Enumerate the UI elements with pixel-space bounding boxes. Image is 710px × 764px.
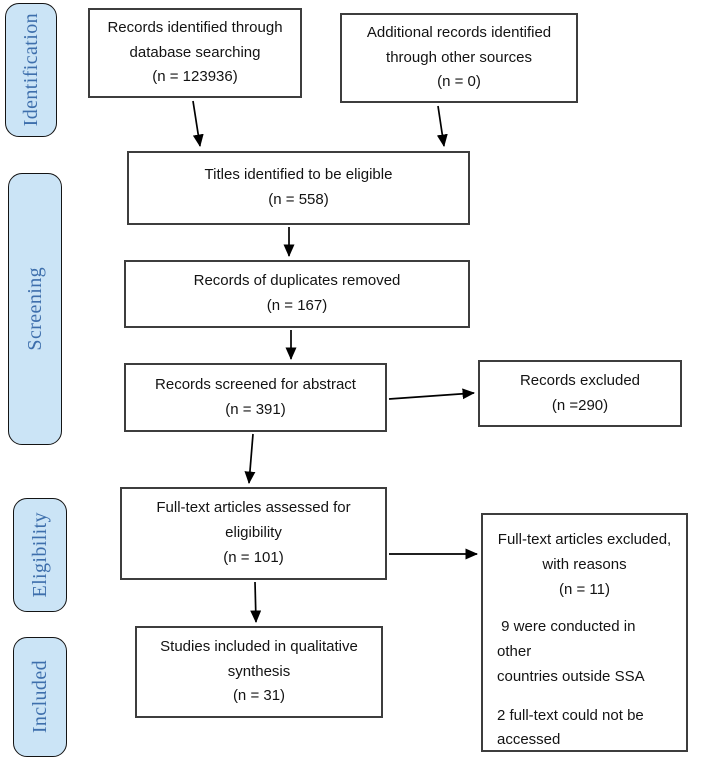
box-records-excluded: Records excluded (n =290) <box>478 360 682 427</box>
box-records-screened-text: Records screened for abstract (n = 391) <box>155 375 356 418</box>
arrow-additional-to-titles <box>436 105 448 147</box>
box-records-screened: Records screened for abstract (n = 391) <box>124 363 387 432</box>
stage-eligibility-label: Eligibility <box>28 512 51 598</box>
box-database-records-text: Records identified through database sear… <box>107 18 283 86</box>
stage-included-label: Included <box>28 660 51 734</box>
arrow-db-to-titles <box>192 100 204 147</box>
box-duplicates-removed: Records of duplicates removed (n = 167) <box>124 260 470 328</box>
box-studies-included: Studies included in qualitative synthesi… <box>135 626 383 718</box>
box-additional-records-text: Additional records identified through ot… <box>366 23 552 91</box>
stage-eligibility: Eligibility <box>13 498 67 612</box>
stage-screening: Screening <box>8 173 62 445</box>
stage-screening-label: Screening <box>23 267 46 351</box>
stage-identification: Identification <box>5 3 57 137</box>
box-fulltext-assessed-text: Full-text articles assessed for eligibil… <box>156 499 351 566</box>
box-titles-identified: Titles identified to be eligible (n = 55… <box>127 151 470 225</box>
box-fulltext-assessed: Full-text articles assessed for eligibil… <box>120 487 387 580</box>
box-records-excluded-text: Records excluded (n =290) <box>519 371 641 414</box>
box-duplicates-removed-text: Records of duplicates removed (n = 167) <box>193 272 401 314</box>
box-fulltext-excluded-reason-2: 2 full-text could not be accessed <box>497 706 644 749</box>
box-studies-included-text: Studies included in qualitative synthesi… <box>160 637 358 705</box>
arrow-fulltext-to-studies <box>250 581 262 623</box>
arrow-screened-to-fulltext <box>244 433 256 484</box>
box-fulltext-excluded-reason-1: 9 were conducted in other countries outs… <box>497 618 645 685</box>
box-titles-identified-text: Titles identified to be eligible (n = 55… <box>204 166 393 208</box>
stage-identification-label: Identification <box>19 13 42 127</box>
arrow-screened-to-excluded <box>388 388 475 400</box>
box-fulltext-excluded: Full-text articles excluded, with reason… <box>481 513 688 752</box>
box-additional-records: Additional records identified through ot… <box>340 13 578 103</box>
stage-included: Included <box>13 637 67 757</box>
box-fulltext-excluded-title: Full-text articles excluded, with reason… <box>497 531 672 598</box>
box-database-records: Records identified through database sear… <box>88 8 302 98</box>
